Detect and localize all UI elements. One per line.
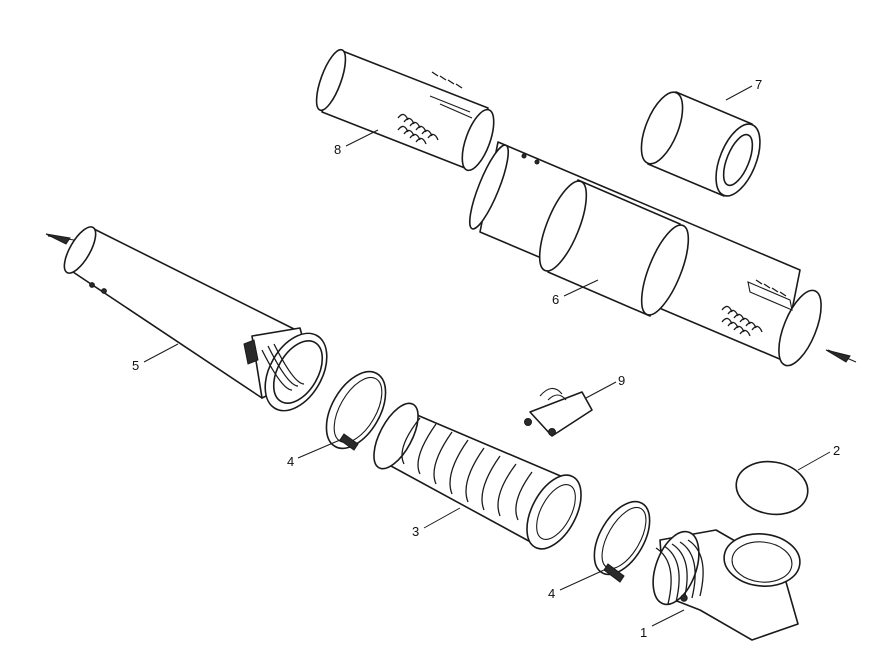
callout-4-upper: 4: [287, 454, 294, 469]
leader-2: [797, 451, 831, 471]
leader-6: [563, 279, 599, 297]
leader-5: [143, 343, 179, 363]
part-6-nozzle-tube: [468, 141, 822, 367]
leader-3: [423, 507, 461, 529]
part-8-split-tube: [315, 48, 495, 172]
leader-9: [585, 381, 617, 399]
callout-7: 7: [755, 77, 762, 92]
airflow-arrow-right-icon: [825, 349, 857, 363]
callout-8: 8: [334, 142, 341, 157]
part-9-bracket: [524, 387, 593, 437]
part-4-clamp-upper: [325, 370, 387, 451]
leader-7: [725, 85, 753, 101]
leader-4-upper: [297, 439, 341, 459]
callout-5: 5: [132, 358, 139, 373]
part-5-blower-tube: [63, 226, 328, 412]
callout-2: 2: [833, 443, 840, 458]
leader-1: [651, 609, 685, 627]
callout-4-lower: 4: [548, 586, 555, 601]
part-6-teeth: [721, 279, 787, 337]
callout-leaders: [143, 85, 831, 627]
part-1-elbow: [652, 529, 801, 641]
callout-6: 6: [552, 292, 559, 307]
callout-1: 1: [640, 625, 647, 640]
part-7-sleeve: [640, 91, 761, 197]
part-4-clamp-lower: [593, 500, 651, 583]
airflow-arrow-left-icon: [45, 233, 75, 245]
part-2-o-ring: [735, 460, 809, 516]
leader-4-lower: [559, 569, 605, 591]
callout-labels: 1 2 3 4 4 5 6 7 8 9: [132, 77, 840, 640]
callout-3: 3: [412, 524, 419, 539]
part-3-flex-hose: [373, 402, 582, 550]
callout-9: 9: [618, 373, 625, 388]
leader-8: [345, 129, 379, 147]
part-8-teeth: [397, 71, 463, 145]
